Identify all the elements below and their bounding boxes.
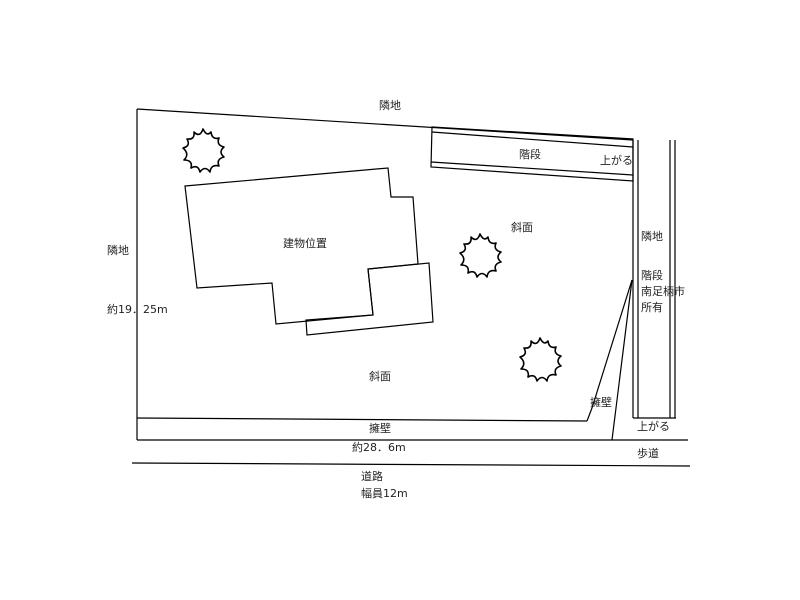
right-stairs-label: 階段 南足柄市 所有 (641, 268, 685, 316)
building-label: 建物位置 (283, 237, 327, 250)
sidewalk-label: 歩道 (637, 447, 659, 460)
retaining-wall (136, 279, 633, 441)
frontage-dimension-label: 約28．6m (352, 441, 406, 454)
right-stairs-line1: 階段 (641, 269, 663, 282)
tree-icon (182, 128, 225, 173)
neighbor-right-label: 隣地 (641, 230, 663, 243)
neighbor-left-label: 隣地 (107, 244, 129, 257)
building-footprint (184, 167, 434, 336)
retaining-wall-right-label: 擁壁 (590, 396, 612, 409)
road-label: 道路 (361, 470, 383, 483)
right-stairs-line2: 南足柄市 (641, 285, 685, 298)
stairs-top-label: 階段 (519, 148, 541, 161)
neighbor-top-label: 隣地 (379, 99, 401, 112)
going-up-bottom-label: 上がる (637, 420, 670, 433)
right-stairs-strip (632, 140, 676, 419)
depth-dimension-label: 約19．25m (107, 303, 168, 316)
retaining-wall-bottom-label: 擁壁 (369, 422, 391, 435)
tree-icon (519, 337, 562, 382)
slope-lower-label: 斜面 (369, 370, 391, 383)
slope-upper-label: 斜面 (511, 221, 533, 234)
tree-icon (459, 233, 502, 278)
road-width-label: 幅員12m (361, 487, 408, 500)
right-stairs-line3: 所有 (641, 301, 663, 314)
road-lines (131, 439, 691, 467)
lot-boundary (136, 108, 634, 441)
going-up-top-label: 上がる (600, 154, 633, 167)
